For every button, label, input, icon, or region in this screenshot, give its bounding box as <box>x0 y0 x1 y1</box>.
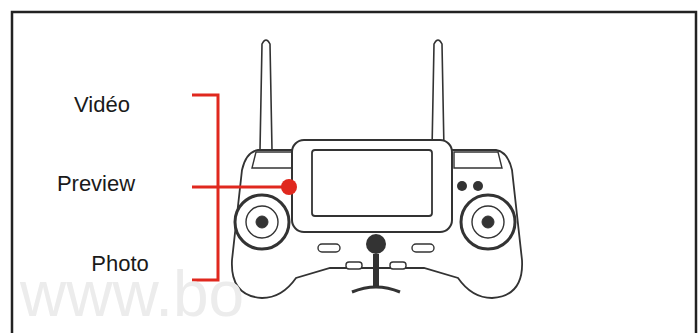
screen <box>312 150 432 216</box>
bracket <box>192 95 284 280</box>
mode-label: Vidéo <box>74 92 130 118</box>
frame <box>12 12 696 333</box>
screen-housing <box>292 140 452 232</box>
button <box>457 181 467 191</box>
preview-button <box>281 179 297 195</box>
mode-label: Photo <box>91 251 149 277</box>
stand-base <box>352 287 400 292</box>
button <box>473 181 483 191</box>
antennas <box>260 40 444 150</box>
stand-knob <box>366 234 386 254</box>
stand-stem <box>373 254 379 288</box>
shoulder-right <box>454 152 502 168</box>
mode-label: Preview <box>57 171 135 197</box>
